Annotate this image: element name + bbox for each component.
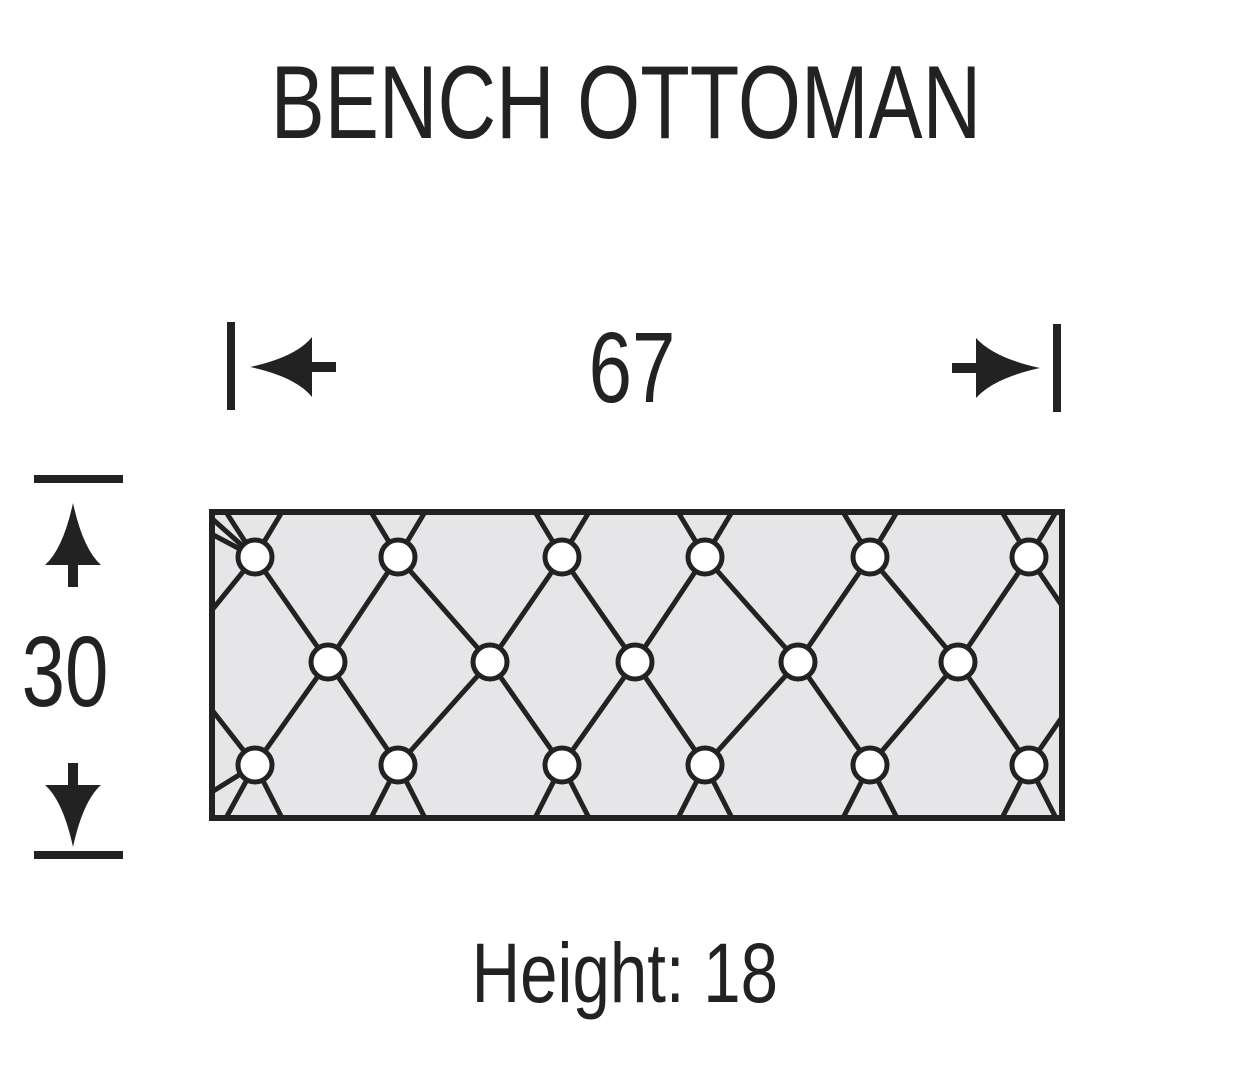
depth-dimension-label: 30	[21, 616, 109, 728]
height-label: Height: 18	[127, 928, 1122, 1018]
width-dimension	[227, 322, 1061, 412]
depth-dimension	[34, 475, 123, 859]
height-value: 18	[703, 926, 778, 1020]
arrow-up-icon	[45, 503, 101, 587]
width-dimension-label: 67	[588, 312, 676, 424]
height-label-text: Height:	[471, 926, 685, 1020]
tufting-pattern	[212, 512, 1062, 818]
diagram-title: BENCH OTTOMAN	[270, 45, 982, 161]
button-tuft-icon	[235, 537, 1049, 785]
arrow-down-icon	[45, 763, 101, 847]
arrow-right-icon	[952, 338, 1040, 398]
arrow-left-icon	[250, 337, 336, 397]
ottoman-outline	[209, 509, 1065, 821]
